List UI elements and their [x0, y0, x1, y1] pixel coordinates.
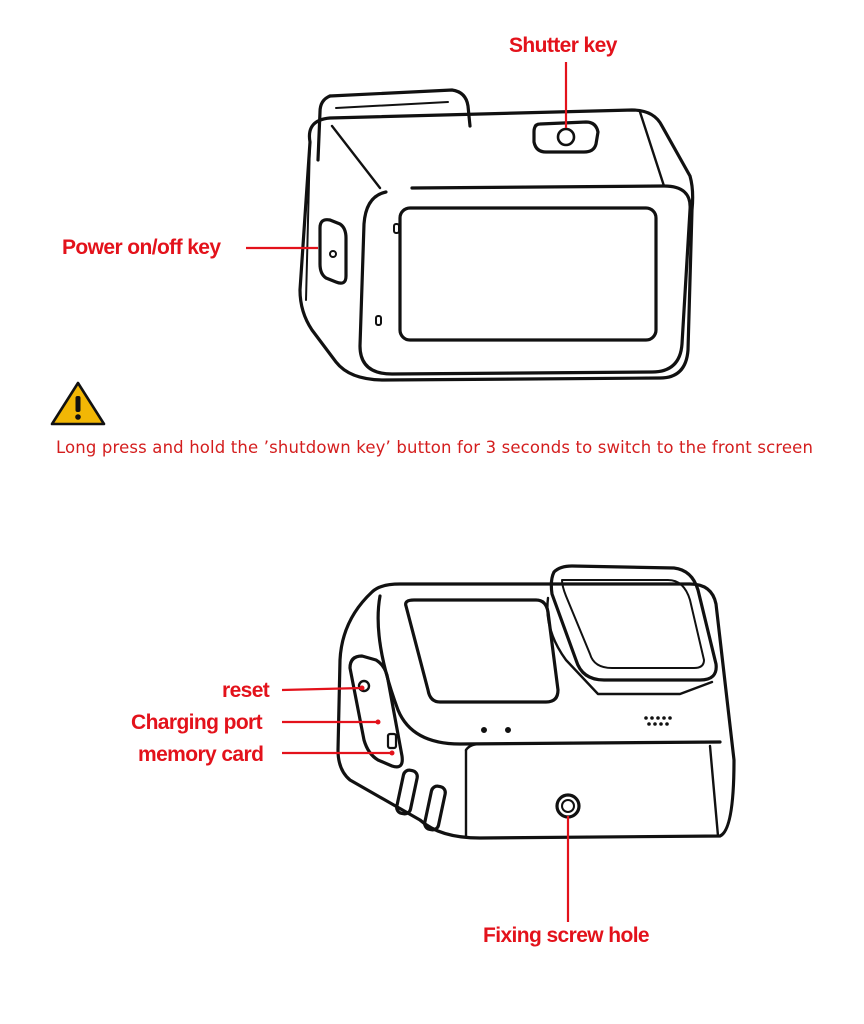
camera-top-view [298, 88, 695, 382]
power-key-label: Power on/off key [62, 236, 221, 259]
reset-label: reset [222, 679, 270, 702]
camera-bottom-view [336, 564, 736, 840]
leader-lines [246, 62, 570, 922]
reset-leader [281, 686, 363, 692]
leader-dots [359, 685, 395, 756]
screw-hole-label: Fixing screw hole [483, 924, 650, 947]
shutter-key-label: Shutter key [509, 34, 617, 57]
warning-triangle-icon [50, 381, 106, 426]
memory-card-label: memory card [138, 743, 264, 766]
speaker-grille [644, 716, 672, 726]
charging-port-label: Charging port [131, 711, 263, 734]
warning-text: Long press and hold the ’shutdown key’ b… [56, 438, 814, 457]
